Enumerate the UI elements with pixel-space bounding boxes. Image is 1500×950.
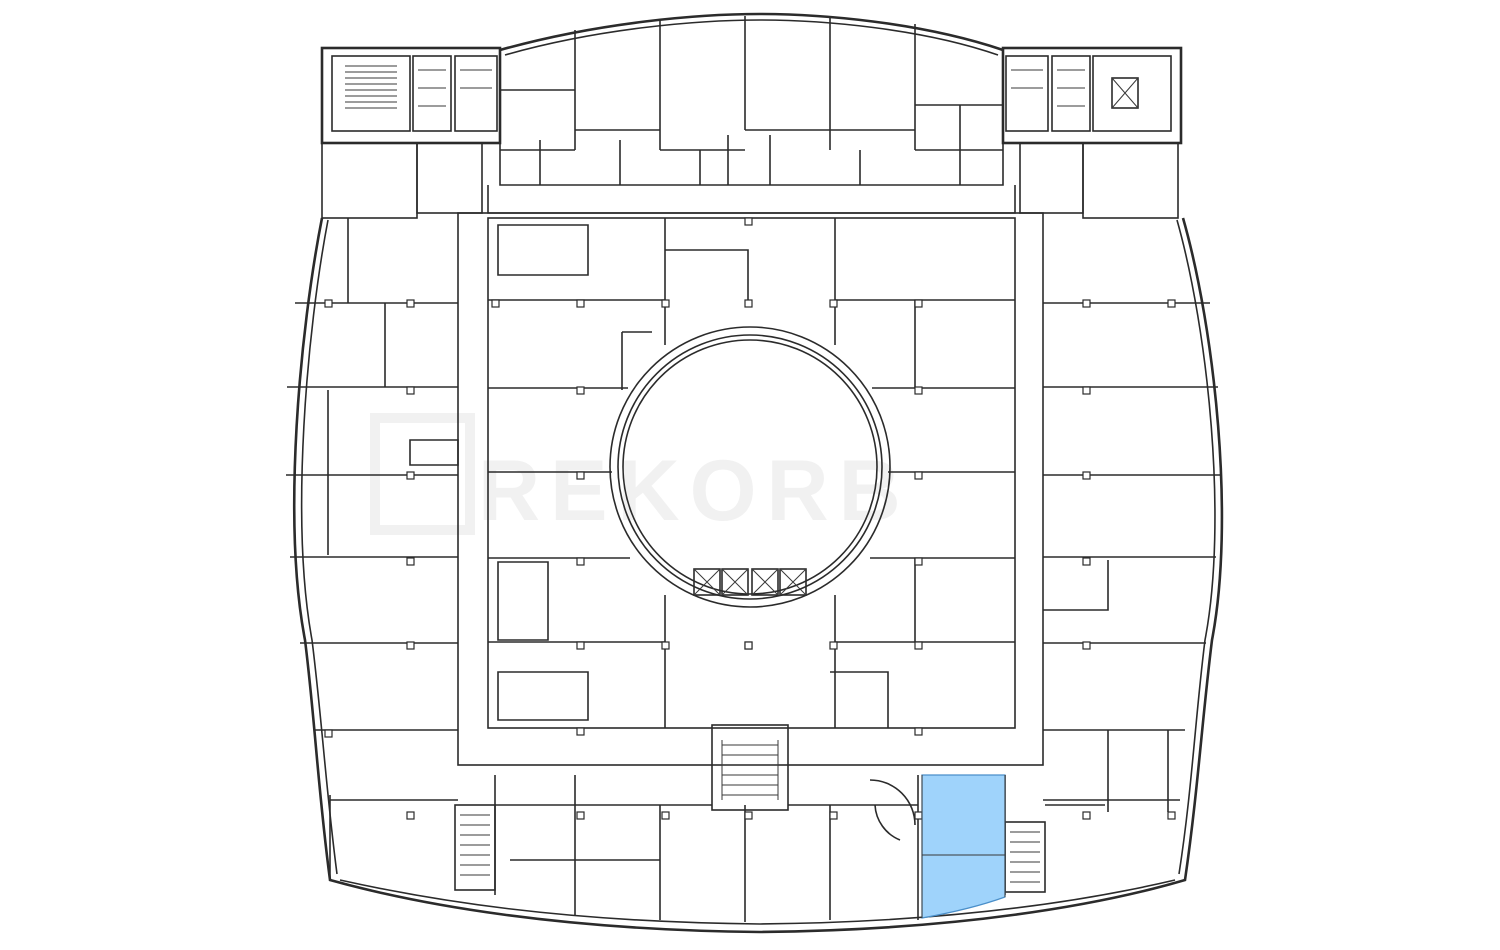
inner-offices	[488, 218, 1015, 728]
watermark: REKORB	[370, 413, 911, 539]
highlighted-unit-shape[interactable]	[921, 774, 1006, 919]
highlighted-unit-walls	[921, 775, 1006, 918]
core-top-left	[320, 46, 502, 219]
columns	[324, 217, 1176, 820]
stair-south	[711, 724, 789, 811]
building-outline	[292, 12, 1224, 934]
east-offices	[1004, 302, 1220, 893]
core-top-right	[1001, 46, 1183, 219]
watermark-text: REKORB	[478, 443, 911, 539]
south-offices	[494, 775, 1105, 922]
north-offices	[487, 16, 1016, 214]
highlighted-unit[interactable]	[921, 774, 1006, 919]
west-offices	[286, 218, 496, 891]
atrium	[609, 326, 891, 608]
